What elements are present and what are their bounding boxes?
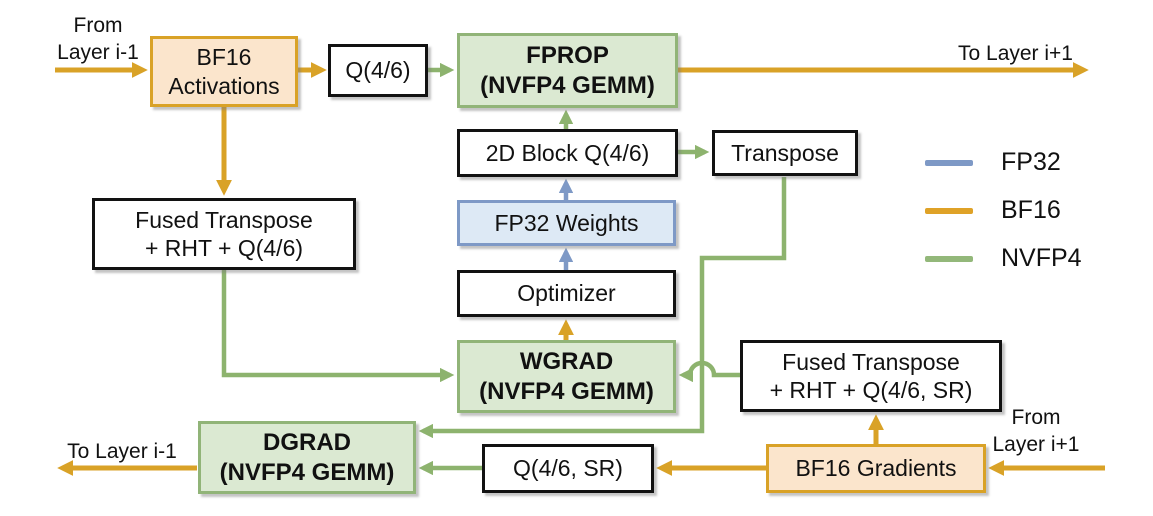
node-label: Q(4/6, SR)	[513, 455, 623, 482]
node-fused-transpose-activations: Fused Transpose + RHT + Q(4/6)	[92, 198, 356, 270]
label-to-layer-i-1: To Layer i-1	[52, 438, 192, 465]
label-line: To Layer i+1	[958, 42, 1073, 65]
node-label: + RHT + Q(4/6)	[144, 235, 304, 261]
node-bf16-activations: BF16 Activations	[150, 36, 298, 107]
node-optimizer: Optimizer	[457, 270, 676, 317]
fp32-line-swatch	[925, 159, 973, 166]
node-label: Optimizer	[517, 280, 616, 307]
node-label: FP32 Weights	[494, 209, 639, 236]
node-label: DGRAD	[263, 429, 351, 457]
node-label: Transpose	[731, 139, 839, 166]
legend-label: FP32	[1001, 148, 1061, 176]
label-to-layer-i-plus-1: To Layer i+1	[938, 40, 1093, 67]
legend-label: NVFP4	[1001, 244, 1082, 272]
node-dgrad: DGRAD (NVFP4 GEMM)	[198, 421, 416, 494]
label-from-layer-i-1: From Layer i-1	[38, 12, 158, 67]
node-q46-sr: Q(4/6, SR)	[482, 444, 654, 493]
label-line: Layer i-1	[57, 41, 139, 65]
node-label: + RHT + Q(4/6, SR)	[769, 377, 973, 403]
node-label: Fused Transpose	[782, 348, 960, 375]
node-label: (NVFP4 GEMM)	[219, 458, 395, 486]
node-label: FPROP	[526, 42, 609, 70]
label-line: Layer i+1	[992, 433, 1080, 457]
label-line: To Layer i-1	[67, 440, 177, 463]
node-bf16-gradients: BF16 Gradients	[766, 444, 986, 493]
node-2d-block-q46: 2D Block Q(4/6)	[457, 129, 678, 177]
legend-item-nvfp4: NVFP4	[925, 244, 1082, 273]
node-label: (NVFP4 GEMM)	[479, 377, 654, 405]
node-fp32-weights: FP32 Weights	[457, 200, 676, 246]
legend-label: BF16	[1001, 196, 1061, 224]
node-label: (NVFP4 GEMM)	[480, 71, 655, 99]
node-label: Fused Transpose	[135, 206, 313, 233]
node-label: WGRAD	[519, 348, 614, 376]
node-wgrad: WGRAD (NVFP4 GEMM)	[457, 340, 676, 413]
node-label: BF16	[196, 44, 252, 71]
label-line: From	[1011, 406, 1061, 429]
node-fused-transpose-gradients: Fused Transpose + RHT + Q(4/6, SR)	[740, 340, 1002, 412]
node-label: Activations	[168, 72, 280, 99]
legend-item-bf16: BF16	[925, 196, 1061, 225]
node-label: 2D Block Q(4/6)	[485, 139, 650, 166]
node-q46: Q(4/6)	[328, 44, 428, 97]
node-label: BF16 Gradients	[795, 455, 957, 482]
node-transpose: Transpose	[712, 130, 858, 176]
node-fprop: FPROP (NVFP4 GEMM)	[457, 33, 678, 108]
bf16-line-swatch	[925, 207, 973, 214]
legend-item-fp32: FP32	[925, 148, 1061, 177]
label-from-layer-i-plus-1: From Layer i+1	[982, 404, 1090, 459]
nvfp4-line-swatch	[925, 255, 973, 262]
label-line: From	[73, 14, 123, 37]
node-label: Q(4/6)	[345, 57, 411, 84]
